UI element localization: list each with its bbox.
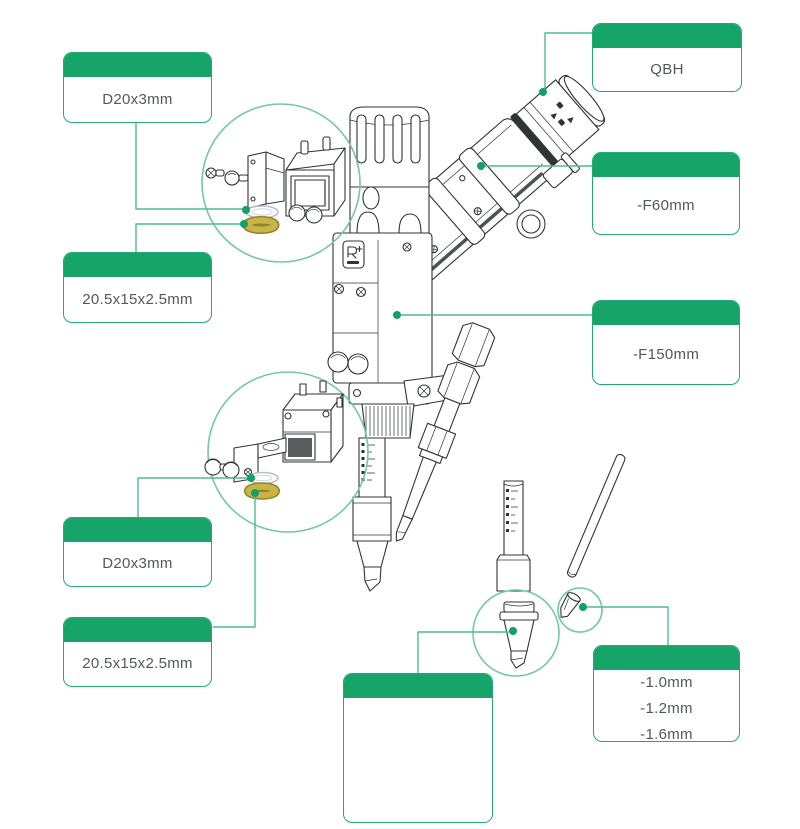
screw-icon bbox=[205, 167, 225, 179]
detail-circle-lens-top bbox=[201, 103, 361, 263]
tip-detail bbox=[560, 592, 581, 618]
screw-icon bbox=[333, 242, 412, 298]
label-header bbox=[64, 253, 211, 277]
label-text-line: -1.6mm bbox=[640, 726, 693, 742]
oring-yellow bbox=[242, 216, 280, 234]
qbh-connector bbox=[510, 74, 606, 169]
lens-assembly-bottom bbox=[204, 380, 344, 500]
detail-circle-tip bbox=[557, 587, 603, 633]
label-box-nozzle-blank bbox=[343, 673, 493, 823]
lens-cover-knob bbox=[224, 170, 249, 186]
label-header bbox=[593, 301, 739, 325]
label-box-f60: -F60mm bbox=[592, 152, 740, 235]
label-header bbox=[594, 646, 739, 670]
wire-feed-rod bbox=[395, 322, 496, 542]
label-text: 20.5x15x2.5mm bbox=[82, 655, 193, 672]
lens-holder-block bbox=[282, 380, 344, 463]
label-box-lens2-diameter: D20x3mm bbox=[63, 517, 212, 587]
laser-welding-gun bbox=[327, 74, 606, 592]
label-text: D20x3mm bbox=[102, 555, 173, 572]
label-header bbox=[344, 674, 492, 698]
lens-cover-plate bbox=[247, 151, 285, 209]
spare-nozzle-tube bbox=[496, 480, 531, 592]
label-text-line: -1.2mm bbox=[640, 700, 693, 717]
label-text: -F60mm bbox=[637, 196, 695, 214]
label-text-line: -1.0mm bbox=[640, 674, 693, 691]
label-header bbox=[64, 518, 211, 542]
label-header bbox=[64, 53, 211, 77]
leader-lines bbox=[135, 32, 669, 673]
brand-logo-icon bbox=[342, 240, 365, 269]
neck bbox=[349, 186, 430, 234]
nozzle-assembly bbox=[352, 403, 415, 592]
detail-circle-nozzle bbox=[472, 589, 560, 677]
label-box-lens1-size: 20.5x15x2.5mm bbox=[63, 252, 212, 323]
hanging-ring bbox=[516, 209, 546, 239]
label-header bbox=[64, 618, 211, 642]
label-box-f150: -F150mm bbox=[592, 300, 740, 385]
label-text: 20.5x15x2.5mm bbox=[82, 290, 193, 308]
top-cap bbox=[349, 106, 430, 188]
nozzle-detail bbox=[499, 601, 539, 669]
label-header bbox=[593, 24, 741, 48]
gun-body bbox=[327, 232, 433, 384]
oring-yellow bbox=[244, 482, 280, 500]
label-header bbox=[593, 153, 739, 177]
adjustment-knobs bbox=[327, 351, 369, 375]
lens-cover-plate bbox=[233, 437, 287, 483]
label-box-nozzle-tips: -1.0mm -1.2mm -1.6mm bbox=[593, 645, 740, 742]
label-text: QBH bbox=[650, 60, 684, 78]
lens-holder-block bbox=[285, 136, 346, 224]
label-box-lens1-diameter: D20x3mm bbox=[63, 52, 212, 123]
lens-assembly-top bbox=[205, 136, 346, 234]
label-box-lens2-size: 20.5x15x2.5mm bbox=[63, 617, 212, 687]
leader-dots bbox=[240, 88, 587, 635]
label-box-qbh: QBH bbox=[592, 23, 742, 92]
label-text: D20x3mm bbox=[102, 90, 173, 108]
label-text: -F150mm bbox=[632, 345, 700, 363]
lens-cover-knobs bbox=[204, 458, 240, 479]
spare-rod bbox=[566, 453, 626, 578]
detail-circle-lens-bottom bbox=[207, 371, 369, 533]
